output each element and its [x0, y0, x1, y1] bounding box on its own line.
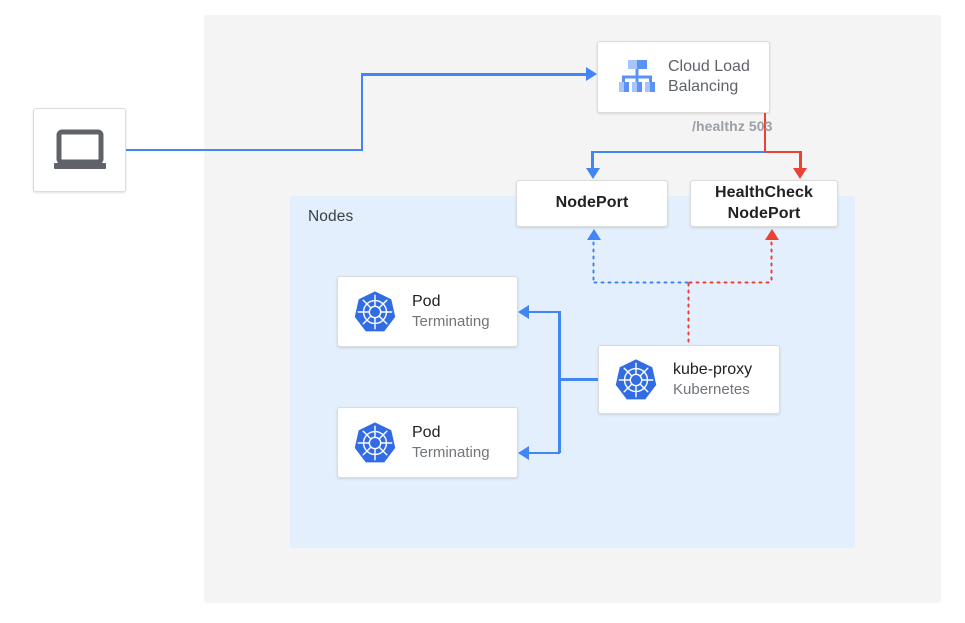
clb-title-line1: Cloud Load [668, 57, 750, 75]
edge-healthz-arrowhead [792, 168, 807, 179]
edge-clb-down-red [763, 113, 766, 153]
region-nodes-label: Nodes [308, 208, 354, 225]
cloud-load-balancing-card[interactable]: Cloud Load Balancing [597, 41, 770, 113]
edge-kubeproxy-to-hc-arrowhead [764, 229, 779, 240]
edge-kubeproxy-to-pod2-h [529, 451, 560, 454]
edge-kubeproxy-to-nodeport-dotted-v [592, 240, 595, 283]
pod-2-title: Pod [412, 423, 441, 441]
edge-clb-to-nodeport-v [591, 150, 594, 171]
edge-client-to-clb-h2 [360, 73, 587, 76]
cloud-load-balancing-label: Cloud Load Balancing [668, 57, 750, 98]
edge-kubeproxy-to-nodeport-dotted-h [592, 281, 689, 284]
pod-1-title: Pod [412, 292, 441, 310]
edge-kubeproxy-to-pod2-arrowhead [518, 446, 529, 460]
edge-kubeproxy-to-hc-dotted-h [687, 281, 772, 284]
pod-1-label: Pod Terminating [412, 292, 490, 332]
pod-2-subtitle: Terminating [412, 444, 490, 462]
kube-proxy-title: kube-proxy [673, 360, 753, 378]
hc-nodeport-line1: HealthCheck [714, 183, 814, 201]
edge-kubeproxy-to-pods-bus [558, 311, 561, 453]
edge-healthz-h-right [763, 150, 802, 153]
edge-client-to-clb-arrowhead [586, 67, 597, 81]
pod-2-label: Pod Terminating [412, 423, 490, 463]
healthcheck-nodeport-label: HealthCheck NodePort [691, 183, 837, 225]
healthcheck-nodeport-card[interactable]: HealthCheck NodePort [690, 180, 838, 227]
edge-kubeproxy-to-nodeport-arrowhead [586, 229, 601, 240]
edge-label-healthz: /healthz 503 [692, 118, 773, 134]
edge-client-to-clb-v [360, 73, 363, 150]
edge-kubeproxy-to-hc-dotted-v [770, 240, 773, 283]
edge-kubeproxy-to-pods-stem [558, 378, 600, 381]
nodeport-label: NodePort [555, 194, 629, 212]
nodeport-card[interactable]: NodePort [516, 180, 668, 227]
client-laptop-card[interactable] [33, 108, 126, 192]
clb-title-line2: Balancing [668, 78, 739, 95]
laptop-icon [53, 129, 107, 171]
cloud-load-balancing-icon [598, 56, 668, 98]
kube-proxy-label: kube-proxy Kubernetes [673, 360, 752, 400]
pod-1-subtitle: Terminating [412, 313, 490, 331]
kubernetes-icon [338, 421, 412, 465]
edge-kubeproxy-trunk-dotted [687, 281, 690, 347]
edge-clb-to-nodeport-h [591, 150, 765, 153]
pod-card-2[interactable]: Pod Terminating [337, 407, 518, 478]
hc-nodeport-line2: NodePort [727, 204, 801, 222]
edge-kubeproxy-to-pod1-arrowhead [518, 305, 529, 319]
edge-healthz-v-down [799, 150, 802, 171]
kube-proxy-card[interactable]: kube-proxy Kubernetes [598, 345, 780, 414]
edge-kubeproxy-to-pod1-h [529, 310, 560, 313]
kube-proxy-subtitle: Kubernetes [673, 381, 750, 399]
kubernetes-icon [338, 290, 412, 334]
kubernetes-icon [599, 358, 673, 402]
edge-clb-to-nodeport-arrowhead [585, 168, 600, 179]
pod-card-1[interactable]: Pod Terminating [337, 276, 518, 347]
edge-client-to-clb-h1 [126, 148, 363, 151]
